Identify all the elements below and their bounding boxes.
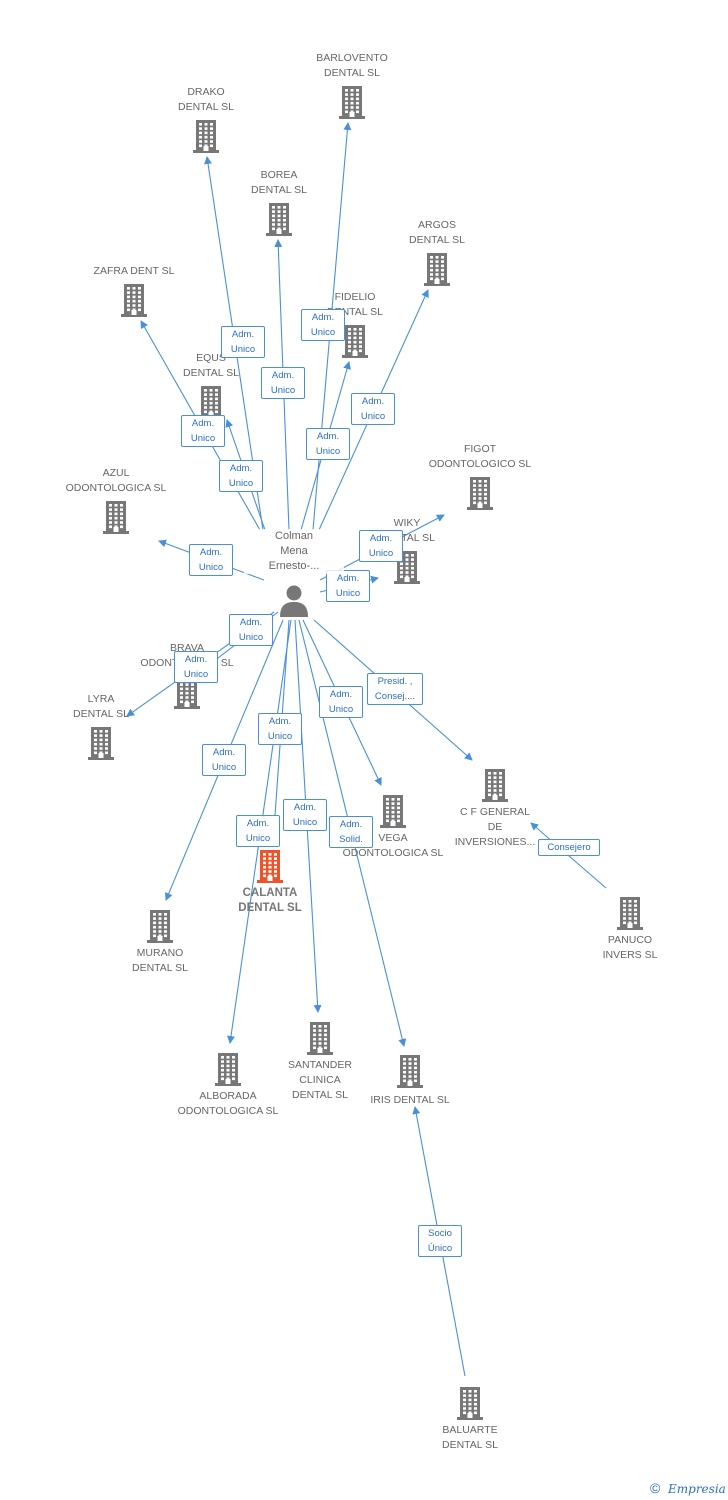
relation-label-colman-brava[interactable]: Adm. Unico [229,614,273,646]
company-label[interactable]: PANUCO INVERS SL [602,934,658,961]
relation-label-colman-borea[interactable]: Adm. Unico [261,367,305,399]
relation-label-colman-drako[interactable]: Adm. Unico [221,326,265,358]
building-icon[interactable] [265,202,293,236]
relation-label-colman-equs[interactable]: Adm. Unico [219,460,263,492]
building-icon[interactable] [456,1386,484,1420]
brand-logo-text: Empresia [668,1482,726,1496]
relation-label-colman-azul[interactable]: Adm. Unico [189,544,233,576]
building-icon[interactable] [192,119,220,153]
relation-label-colman-zafra[interactable]: Adm. Unico [181,415,225,447]
company-label[interactable]: AZUL ODONTOLOGICA SL [65,467,167,494]
relation-label-panuco-cf[interactable]: Consejero [538,838,600,856]
company-label[interactable]: BALUARTE DENTAL SL [441,1424,499,1451]
copyright-symbol: © [650,1480,661,1496]
relation-label-colman-wiky[interactable]: Adm. Unico [326,570,370,602]
building-icon[interactable] [341,324,369,358]
relation-label-colman-figot[interactable]: Adm. Unico [359,530,403,562]
building-icon[interactable] [102,500,130,534]
company-label[interactable]: SANTANDER CLINICA DENTAL SL [288,1059,352,1101]
building-icon[interactable] [379,794,407,828]
relation-label-colman-cf[interactable]: Presid. , Consej.... [367,673,423,705]
building-icon[interactable] [120,283,148,317]
company-label[interactable]: IRIS DENTAL SL [370,1094,450,1106]
building-icon[interactable] [396,1054,424,1088]
relation-label-baluarte-iris[interactable]: Socio Único [418,1225,462,1257]
company-label[interactable]: ZAFRA DENT SL [93,265,175,277]
company-label[interactable]: FIGOT ODONTOLOGICO SL [428,443,532,470]
relation-label-colman-argos[interactable]: Adm. Unico [351,393,395,425]
relation-label-colman-iris[interactable]: Adm. Solid. [329,816,373,848]
company-label[interactable]: BARLOVENTO DENTAL SL [316,52,388,79]
building-icon[interactable] [466,476,494,510]
person-icon[interactable] [278,583,310,617]
building-icon[interactable] [146,909,174,943]
relation-label-colman-lyra[interactable]: Adm. Unico [174,651,218,683]
company-label[interactable]: BOREA DENTAL SL [250,169,308,196]
company-label[interactable]: ARGOS DENTAL SL [408,219,466,246]
building-icon[interactable] [256,849,284,883]
company-label[interactable]: ALBORADA ODONTOLOGICA SL [177,1090,279,1117]
building-icon[interactable] [338,85,366,119]
building-icon[interactable] [306,1021,334,1055]
company-label[interactable]: LYRA DENTAL SL [72,693,130,720]
building-icon[interactable] [87,726,115,760]
relation-label-colman-fidelio[interactable]: Adm. Unico [306,428,350,460]
building-icon[interactable] [214,1052,242,1086]
company-label[interactable]: CALANTA DENTAL SL [238,887,302,914]
building-icon[interactable] [481,768,509,802]
company-label[interactable]: EQUS DENTAL SL [182,352,240,379]
building-icon[interactable] [423,252,451,286]
edge-panuco-cf [530,822,607,889]
building-icon[interactable] [616,896,644,930]
relation-label-colman-santander[interactable]: Adm. Unico [283,799,327,831]
company-label[interactable]: DRAKO DENTAL SL [177,86,235,113]
building-icon[interactable] [173,675,201,709]
person-label[interactable]: Colman Mena Ernesto-... [244,529,344,574]
company-label[interactable]: C F GENERAL DE INVERSIONES... [454,806,536,848]
footer-brand[interactable]: © Empresia [650,1480,728,1498]
company-label[interactable]: VEGA ODONTOLOGICA SL [342,832,444,859]
relation-label-colman-alborada[interactable]: Adm. Unico [236,815,280,847]
relation-label-colman-barlovento[interactable]: Adm. Unico [301,309,345,341]
company-label[interactable]: MURANO DENTAL SL [131,947,189,974]
relation-label-colman-murano[interactable]: Adm. Unico [202,744,246,776]
relation-label-colman-calanta[interactable]: Adm. Unico [258,713,302,745]
relation-label-colman-vega[interactable]: Adm. Unico [319,686,363,718]
